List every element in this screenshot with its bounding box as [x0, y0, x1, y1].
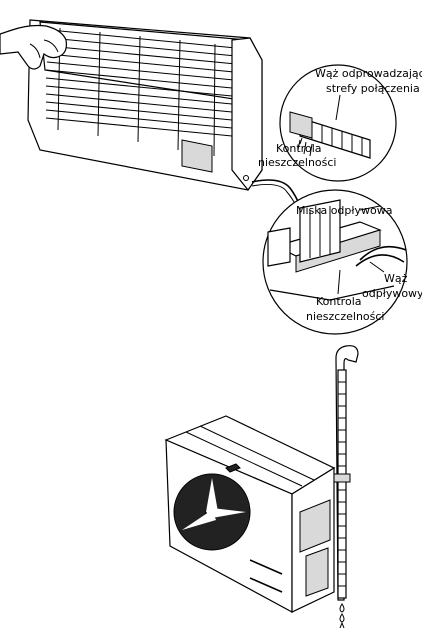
label-hose-joint-1: Wąż odprowadzający	[315, 67, 422, 80]
detail-drain-pan	[262, 189, 408, 335]
detail-hose-joint	[279, 64, 397, 182]
drain-hose-outdoor	[333, 345, 359, 628]
label-drain-pan: Miska odpływowa	[296, 204, 393, 217]
hand	[0, 24, 67, 70]
label-drain-hose-2: odpływowy	[362, 287, 422, 300]
indoor-unit	[0, 19, 263, 192]
indoor-unit-grille	[45, 27, 237, 157]
label-leak-check-top-1: Kontrola	[276, 142, 322, 155]
label-leak-check-bottom-1: Kontrola	[316, 295, 362, 308]
outdoor-unit	[164, 415, 336, 614]
label-leak-check-top-2: nieszczelności	[258, 156, 336, 169]
label-hose-joint-2: strefy połączenia	[326, 82, 420, 95]
label-drain-hose-1: Wąż	[384, 272, 408, 285]
control-box	[181, 139, 213, 173]
label-leak-check-bottom-2: nieszczelności	[306, 310, 384, 323]
drain-hose-indoor	[251, 179, 301, 207]
